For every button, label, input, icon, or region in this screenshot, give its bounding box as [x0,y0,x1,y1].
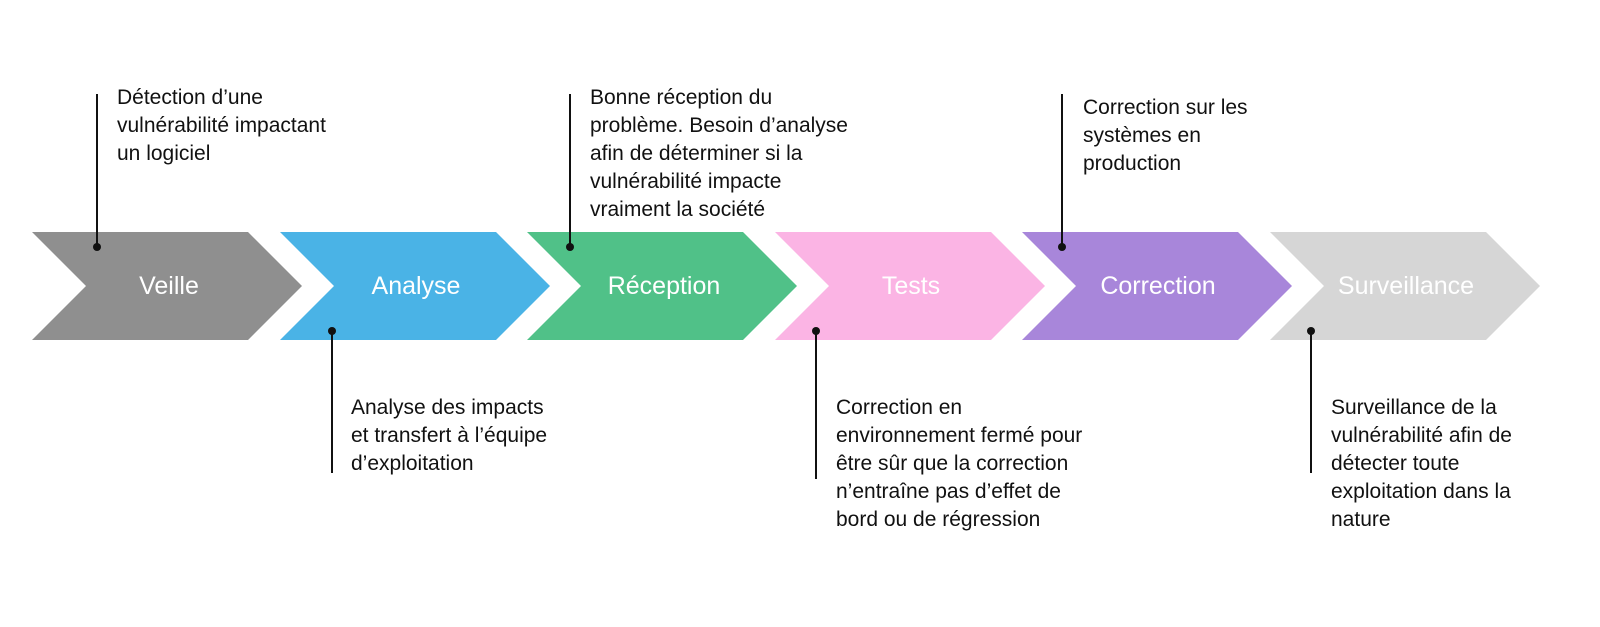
chevron-shape-analyse [280,232,550,340]
chevron-shape-reception [527,232,797,340]
leader-line-veille [96,94,98,247]
chevron-reception: Réception [527,232,797,340]
chevron-veille: Veille [32,232,302,340]
leader-line-correction [1061,94,1063,247]
chevron-shape-correction [1022,232,1292,340]
description-analyse: Analyse des impacts et transfert à l’équ… [351,396,548,475]
chevron-label-reception: Réception [608,272,721,300]
leader-dot-correction [1058,243,1066,251]
chevron-shape-tests [775,232,1045,340]
chevron-tests: Tests [775,232,1045,340]
description-surveillance: Surveillance de la vulnérabilité afin de… [1331,396,1512,531]
chevron-shape-veille [32,232,302,340]
chevron-analyse: Analyse [280,232,550,340]
chevron-label-veille: Veille [139,272,199,300]
leader-line-surveillance [1310,331,1312,473]
chevron-shape-surveillance [1270,232,1540,340]
leader-line-reception [569,94,571,247]
leader-line-analyse [331,331,333,473]
description-reception: Bonne réception du problème. Besoin d’an… [590,86,848,221]
leader-line-tests [815,331,817,479]
chevron-label-surveillance: Surveillance [1338,272,1474,300]
description-veille: Détection d’une vulnérabilité impactant … [117,86,326,165]
leader-dot-reception [566,243,574,251]
chevron-label-correction: Correction [1100,272,1215,300]
chevron-correction: Correction [1022,232,1292,340]
chevron-surveillance: Surveillance [1270,232,1540,340]
chevron-label-analyse: Analyse [372,272,461,300]
description-tests: Correction en environnement fermé pour ê… [836,396,1083,531]
chevron-label-tests: Tests [882,272,940,300]
description-correction: Correction sur les systèmes en productio… [1083,96,1248,175]
leader-dot-veille [93,243,101,251]
